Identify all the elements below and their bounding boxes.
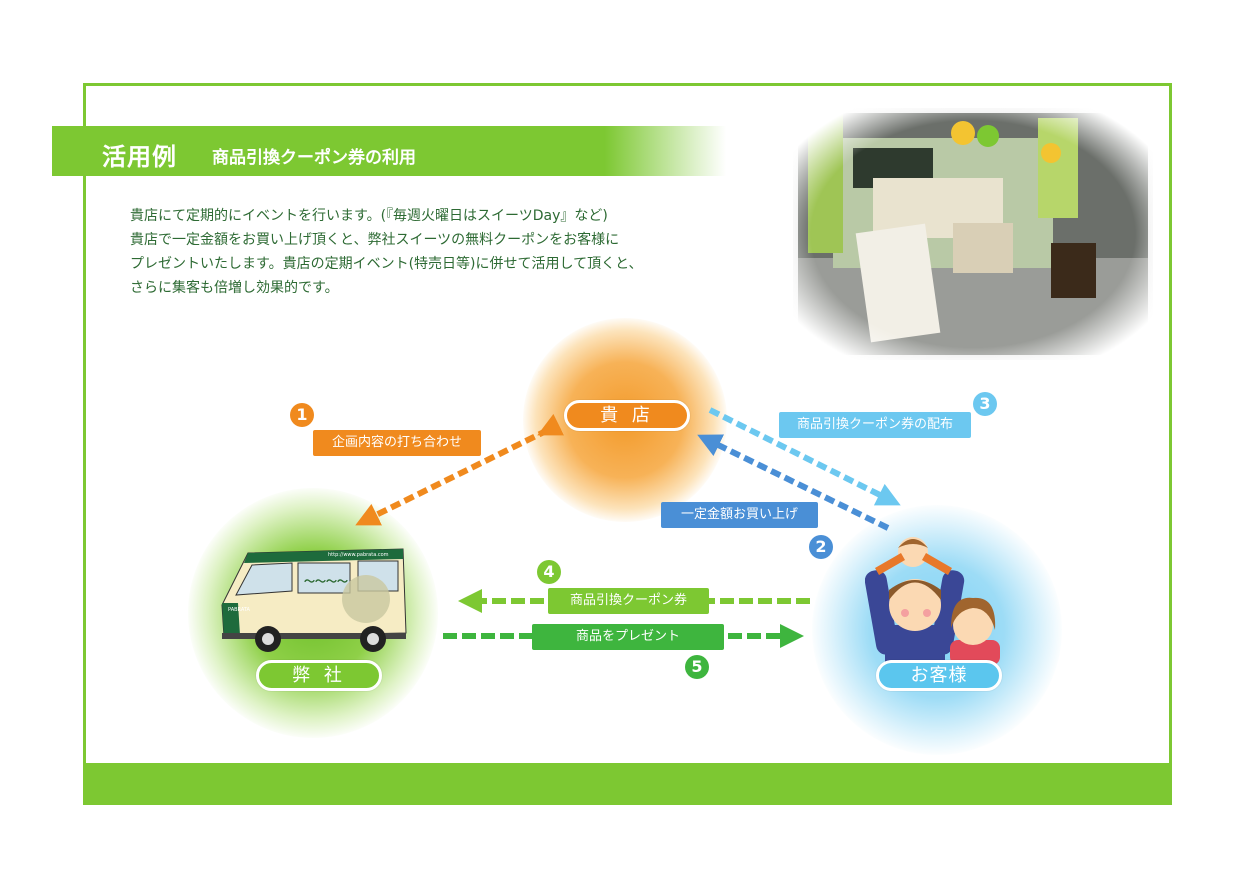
van-brand: PABRATA	[228, 607, 251, 613]
step-number-5: 5	[685, 655, 709, 679]
footer-band	[83, 763, 1172, 804]
intro-line: 貴店で一定金額をお買い上げ頂くと、弊社スイーツの無料クーポンをお客様に	[130, 232, 620, 248]
intro-line: プレゼントいたします。貴店の定期イベント(特売日等)に併せて活用して頂くと、	[130, 256, 643, 272]
step-label-1: 企画内容の打ち合わせ	[313, 430, 481, 456]
step-label-5: 商品をプレゼント	[532, 624, 724, 650]
van-url: http://www.pabrata.com	[328, 552, 389, 558]
step-number-2: 2	[809, 535, 833, 559]
step-number-4: 4	[537, 560, 561, 584]
step-label-3: 商品引換クーポン券の配布	[779, 412, 971, 438]
arrow-store-company	[355, 413, 565, 526]
section-title: 活用例	[102, 143, 177, 171]
section-subtitle: 商品引換クーポン券の利用	[212, 148, 416, 168]
arrow-customer-to-store	[697, 434, 890, 531]
header-band	[52, 126, 726, 176]
step-label-4: 商品引換クーポン券	[548, 588, 709, 614]
delivery-van-illustration: http://www.pabrata.com 〜〜〜〜 PABRATA	[218, 545, 408, 655]
intro-line: さらに集客も倍増し効果的です。	[130, 280, 339, 296]
step-number-1: 1	[290, 403, 314, 427]
node-customer: お客様	[876, 660, 1002, 691]
arrow-store-to-customer	[708, 407, 901, 506]
svg-text:〜〜〜〜: 〜〜〜〜	[304, 575, 348, 588]
food-truck-photo	[793, 108, 1153, 360]
node-company: 弊 社	[256, 660, 382, 691]
family-illustration	[865, 530, 1005, 665]
node-store: 貴 店	[564, 400, 690, 431]
step-label-2: 一定金額お買い上げ	[661, 502, 818, 528]
step-number-3: 3	[973, 392, 997, 416]
intro-line: 貴店にて定期的にイベントを行います。(『毎週火曜日はスイーツDay』など)	[130, 208, 608, 224]
